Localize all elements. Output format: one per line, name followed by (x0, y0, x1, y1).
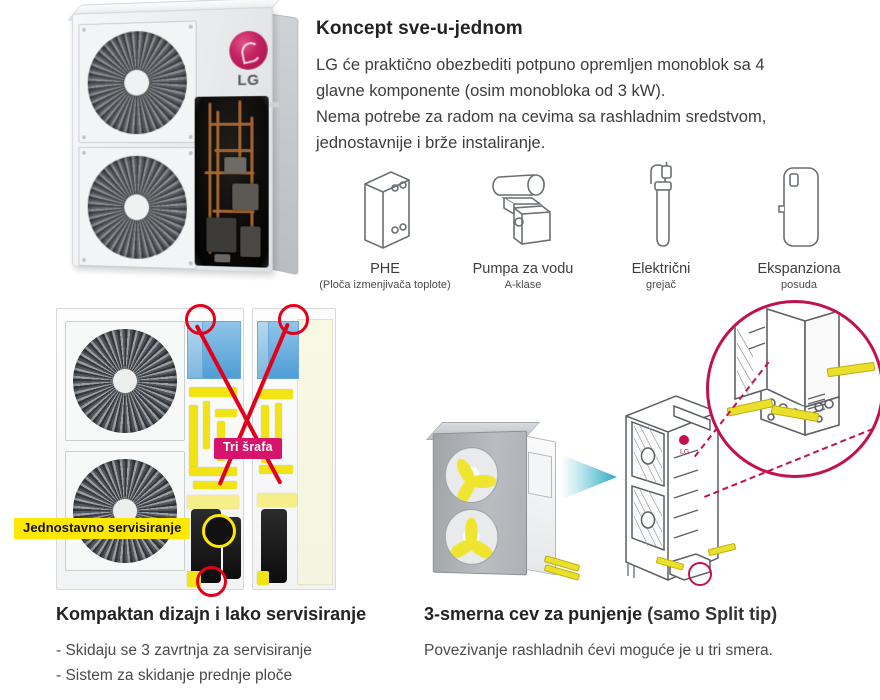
screw-marker-2 (278, 304, 309, 335)
fan-icon (73, 459, 177, 563)
outdoor-unit-solid (424, 410, 581, 590)
callout-badge-tri-srafa: Tri šrafa (214, 438, 282, 459)
xray-side-view (252, 308, 336, 590)
outdoor-unit-lineart: LG (614, 386, 774, 596)
caption-compact-design: Kompaktan dizajn i lako servisiranje - S… (56, 604, 416, 688)
fan-grille-lower (78, 146, 197, 270)
page-title: Koncept sve-u-jednom (316, 18, 523, 39)
caption-bullet: - Sistem za skidanje prednje ploče (56, 666, 293, 684)
cutaway-internals (194, 95, 269, 268)
water-pump-icon (454, 160, 592, 252)
component-label: Ekspanziona (757, 261, 841, 277)
caption-title: Kompaktan dizajn i lako servisiranje (56, 604, 367, 624)
component-item-electric-heater: Električni grejač (592, 160, 730, 292)
plate-heat-exchanger-icon (316, 160, 454, 252)
screw-marker-3 (196, 566, 227, 597)
component-sublabel: posuda (780, 278, 818, 291)
fan-icon (87, 29, 187, 135)
xray-service-diagram: Tri šrafa Jednostavno servisiranje (14, 302, 342, 598)
component-label: Električni (631, 261, 691, 277)
threeway-pipe-diagram: LG (418, 300, 880, 598)
front-panel-glass (297, 319, 333, 585)
magnifier-detail-view (706, 300, 880, 478)
component-label: Pumpa za vodu (472, 261, 574, 277)
component-sublabel: A-klase (504, 278, 542, 291)
lg-wordmark: LG (237, 71, 260, 90)
pipe-connection-marker (688, 562, 712, 586)
fan-icon (444, 508, 499, 566)
component-label: PHE (370, 261, 400, 277)
concept-paragraph-line: glavne komponente (osim monobloka od 3 k… (316, 81, 666, 100)
electric-heater-icon (592, 160, 730, 252)
svg-text:LG: LG (680, 449, 689, 456)
caption-bullet: Povezivanje rashladnih ćevi moguće je u … (424, 641, 773, 659)
fan-icon (87, 155, 187, 261)
fan-grille-upper (65, 321, 185, 441)
refrigerant-piping (259, 389, 293, 399)
refrigerant-piping (189, 387, 237, 397)
service-point-marker (202, 514, 236, 548)
component-sublabel: grejač (646, 278, 676, 291)
component-list: PHE (Ploča izmenjivača toplote) Pumpa za… (316, 160, 876, 292)
component-item-expansion-vessel: Ekspanziona posuda (730, 160, 868, 292)
fan-icon (73, 329, 177, 433)
component-item-phe: PHE (Ploča izmenjivača toplote) (316, 160, 454, 292)
concept-paragraph-line: LG će praktično obezbediti potpuno oprem… (316, 55, 765, 74)
lg-circle-icon (229, 30, 268, 71)
model-label-strip (216, 101, 279, 108)
outdoor-unit-illustration: LG (67, 0, 299, 282)
concept-text-block: Koncept sve-u-jednom LG će praktično obe… (316, 18, 872, 156)
unit-front-panel: LG (71, 6, 279, 273)
caption-threeway-pipe: 3-smerna cev za punjenje (samo Split tip… (424, 604, 864, 663)
component-item-water-pump: Pumpa za vodu A-klase (454, 160, 592, 292)
caption-title-suffix: (samo Split tip) (647, 604, 778, 624)
component-sublabel: (Ploča izmenjivača toplote) (319, 278, 451, 291)
lg-logo: LG (226, 30, 270, 92)
compressor (261, 509, 287, 583)
product-photo: LG (58, 0, 316, 290)
callout-badge-jednostavno-servisiranje: Jednostavno servisiranje (14, 518, 191, 540)
concept-paragraph-line: Nema potrebe za radom na cevima sa rashl… (316, 107, 767, 126)
expansion-vessel-icon (730, 160, 868, 252)
fan-grille-lower (65, 451, 185, 571)
unit-side-panel (269, 13, 299, 276)
caption-title-main: 3-smerna cev za punjenje (424, 604, 643, 624)
fan-icon (444, 446, 499, 503)
caption-bullet: - Skidaju se 3 zavrtnja za servisiranje (56, 641, 312, 659)
transition-arrow-icon (561, 454, 617, 500)
concept-paragraph-line: jednostavnije i brže instaliranje. (316, 133, 546, 152)
fan-grille-upper (78, 20, 197, 144)
caption-title: 3-smerna cev za punjenje (samo Split tip… (424, 604, 864, 626)
